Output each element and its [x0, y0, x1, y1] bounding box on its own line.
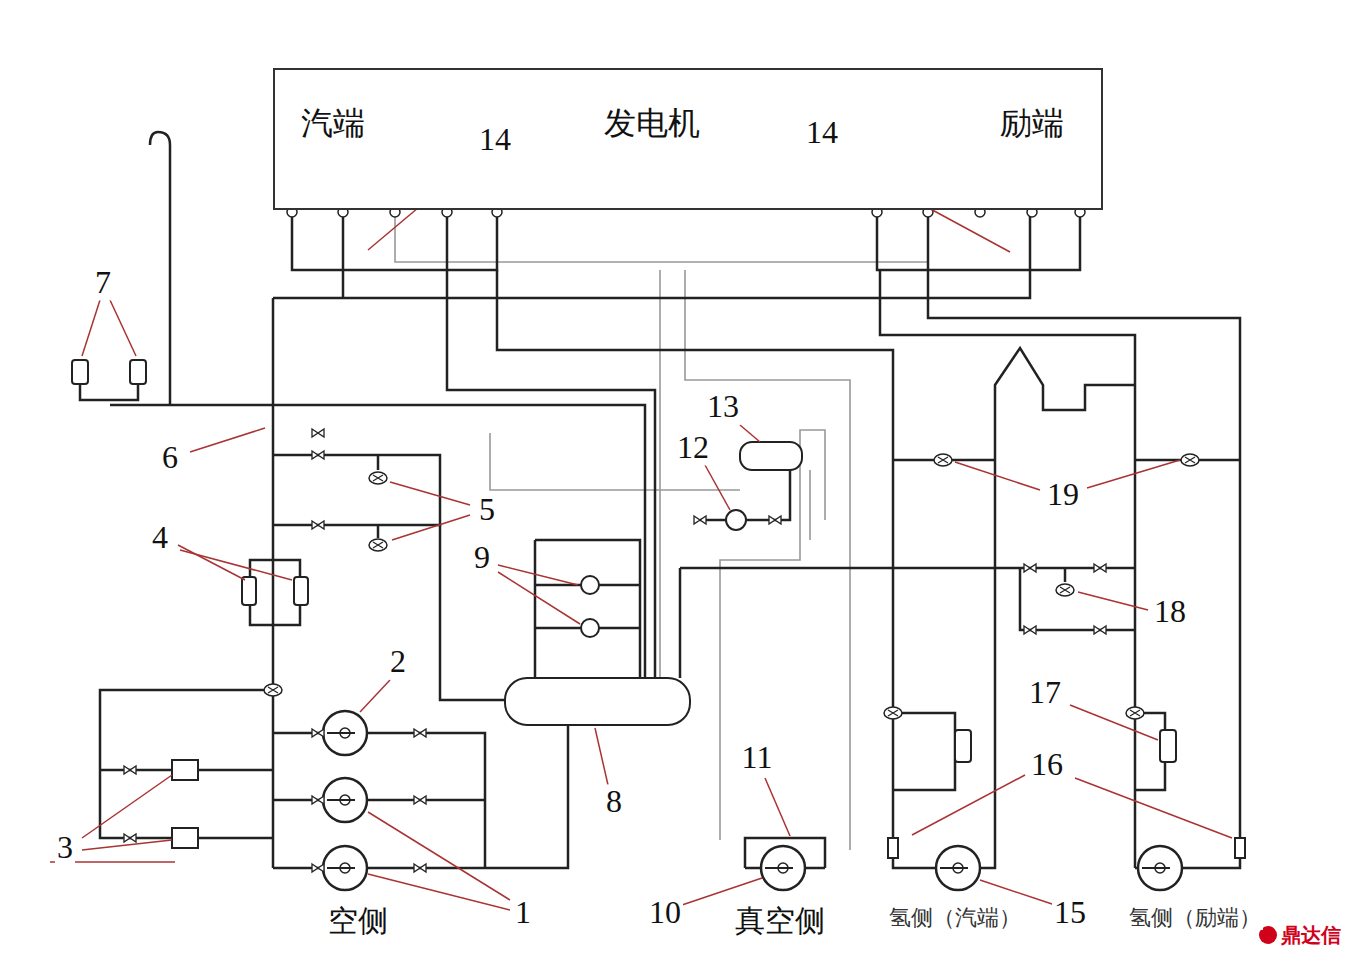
callout-number: 1 — [513, 895, 533, 930]
side-label: 空侧 — [326, 904, 390, 937]
callout-number: 15 — [1052, 895, 1088, 930]
callout-number: 12 — [675, 430, 711, 465]
callout-number: 10 — [647, 895, 683, 930]
callout-number: 14 — [477, 122, 513, 157]
callout-number: 7 — [93, 265, 113, 300]
callout-number: 5 — [477, 492, 497, 527]
callout-number: 3 — [55, 830, 75, 865]
watermark: 鼎达信 — [1279, 924, 1343, 946]
callout-number: 14 — [804, 115, 840, 150]
end-label: 励端 — [1000, 102, 1064, 146]
callout-number: 8 — [604, 784, 624, 819]
callout-number: 11 — [740, 740, 775, 775]
callout-number: 18 — [1152, 594, 1188, 629]
callout-number: 16 — [1029, 747, 1065, 782]
side-label: 氢侧（汽端） — [887, 906, 1023, 930]
side-label: 真空侧 — [733, 904, 827, 937]
callout-number: 9 — [472, 540, 492, 575]
generator-housing: 汽端 发电机 励端 — [273, 68, 1103, 210]
callout-number: 17 — [1027, 675, 1063, 710]
callout-number: 6 — [160, 440, 180, 475]
callout-number: 13 — [705, 389, 741, 424]
callout-number: 19 — [1045, 477, 1081, 512]
generator-title: 发电机 — [604, 102, 700, 146]
side-label: 氢侧（励端） — [1127, 906, 1263, 930]
callout-number: 4 — [150, 520, 170, 555]
end-label: 汽端 — [301, 102, 365, 146]
callout-number: 2 — [388, 644, 408, 679]
